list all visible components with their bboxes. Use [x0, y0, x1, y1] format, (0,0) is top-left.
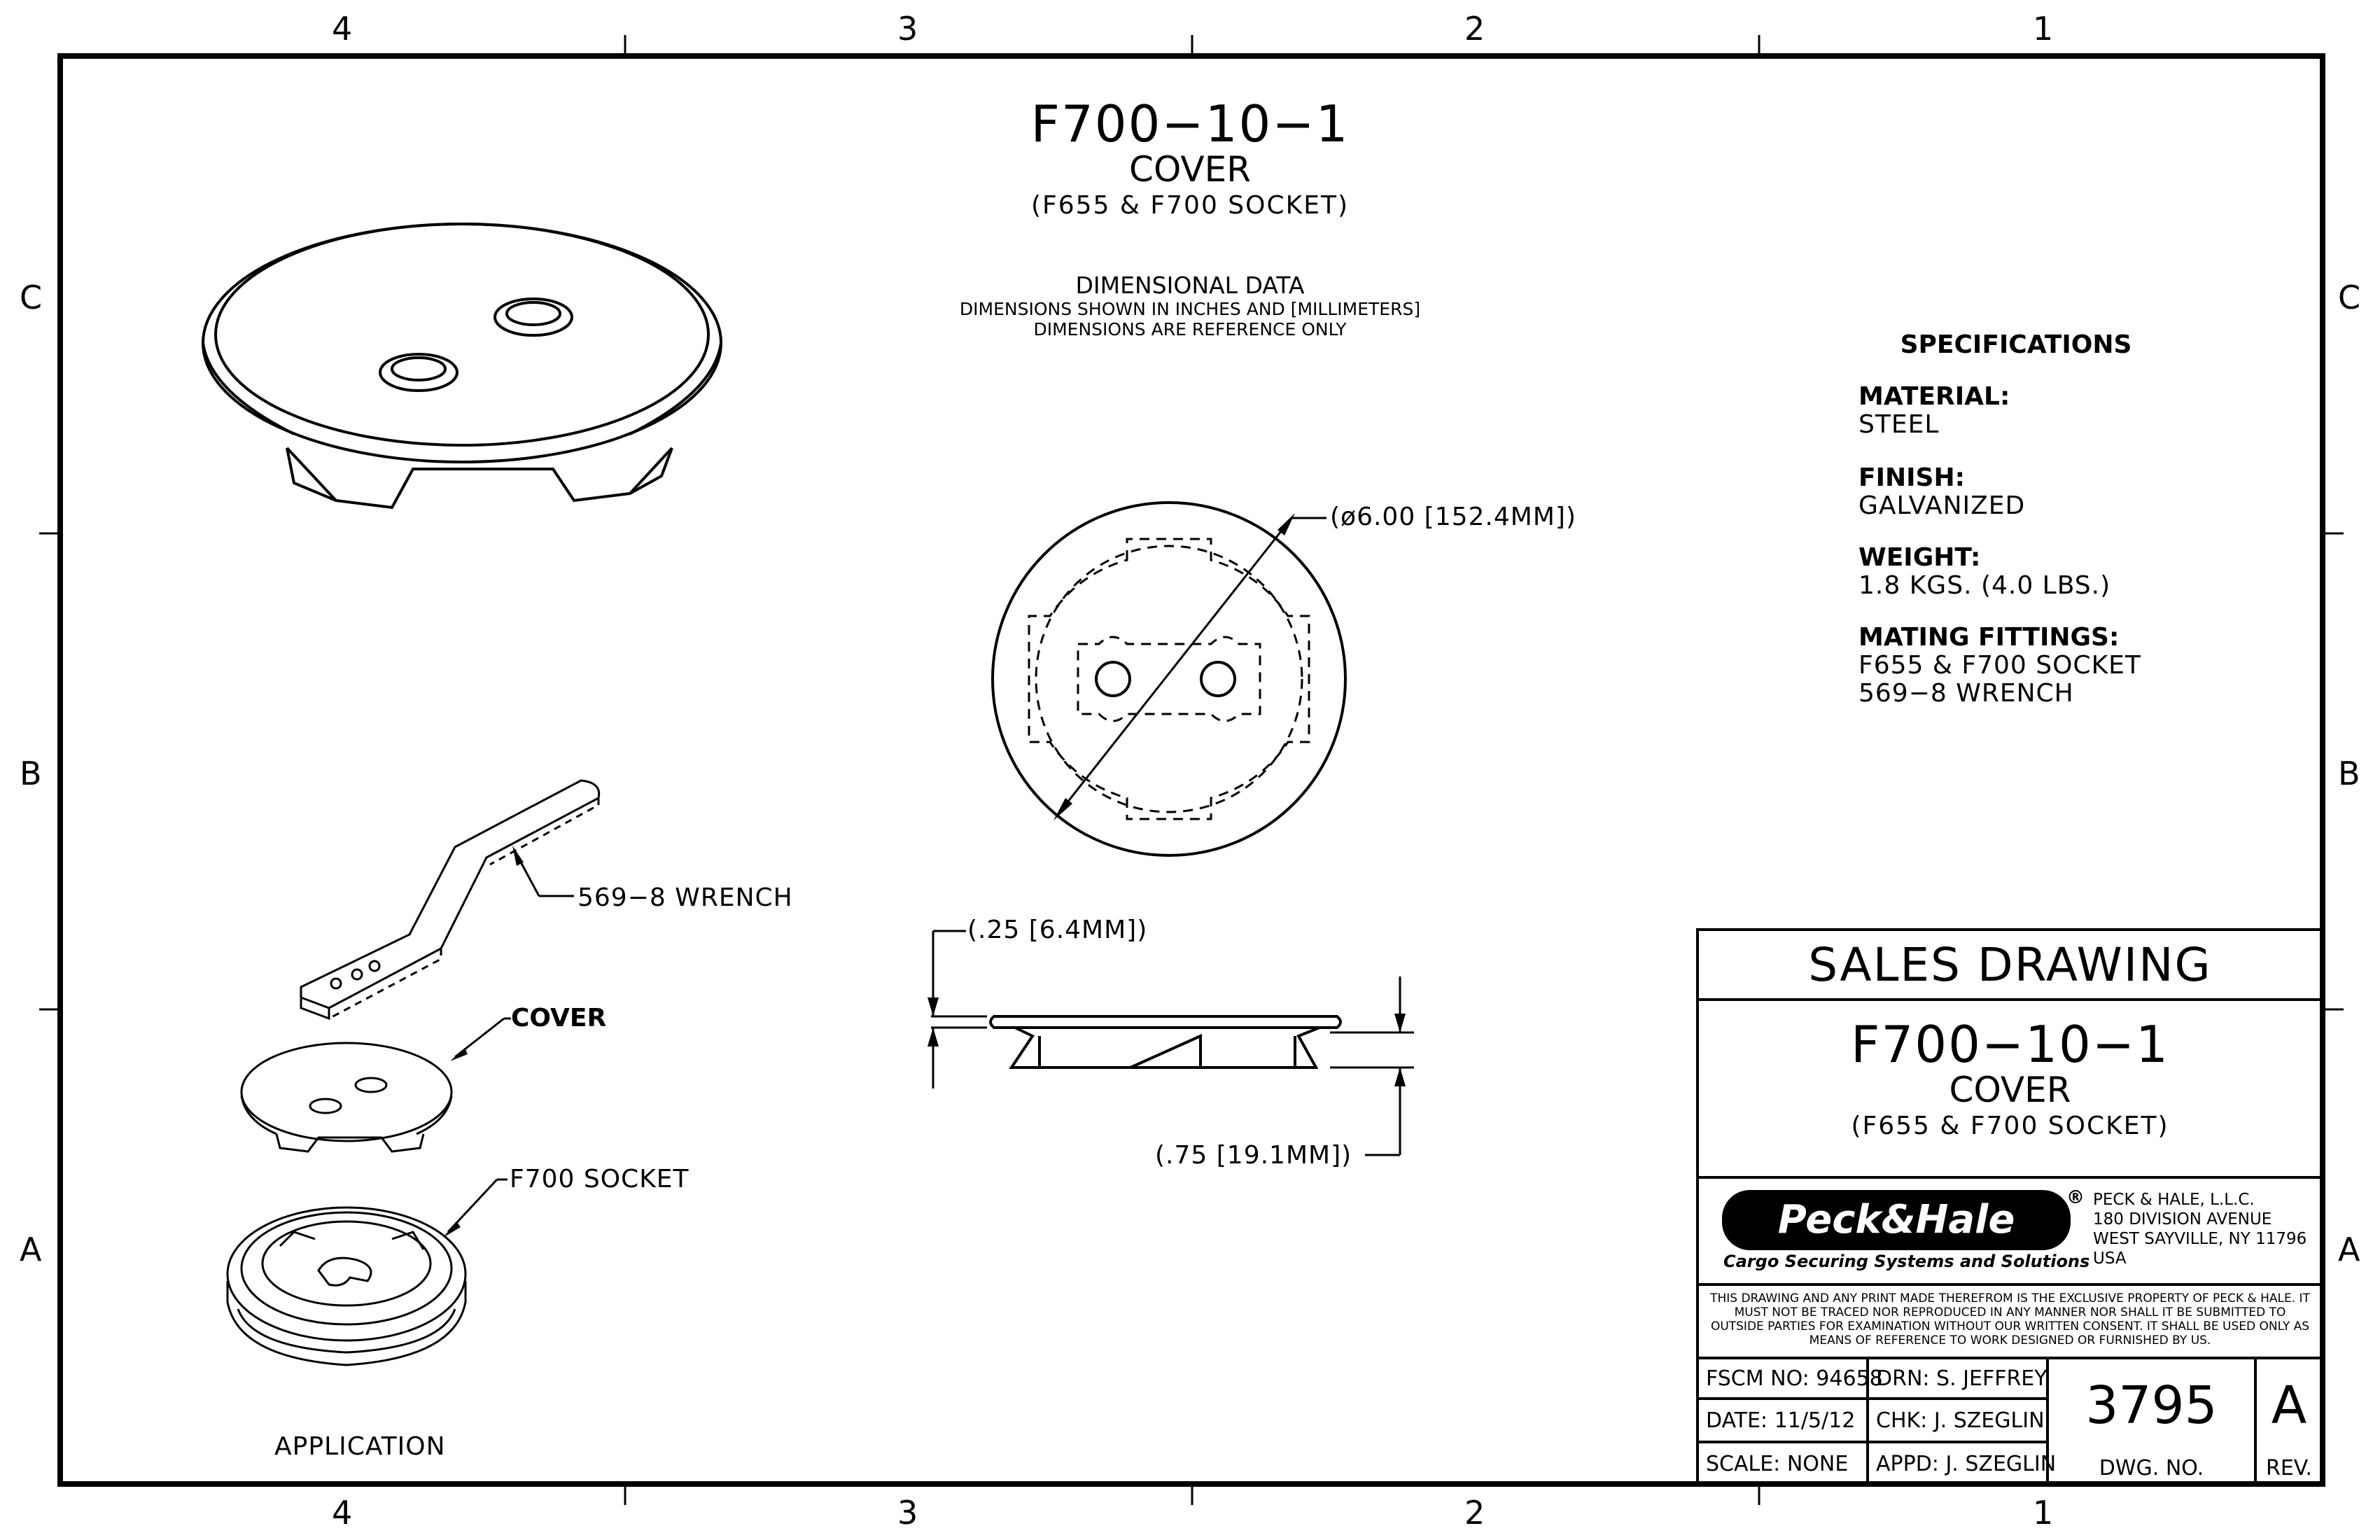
drawing-header: F700−10−1 COVER (F655 & F700 SOCKET): [840, 94, 1540, 220]
checked-by: CHK: J. SZEGLIN: [1876, 1408, 2045, 1433]
zone-column-3-bottom: 3: [897, 1494, 918, 1532]
spec-material-value: STEEL: [1858, 410, 1940, 439]
spec-finish-label: FINISH:: [1858, 463, 1965, 492]
spec-mating-value-2: 569−8 WRENCH: [1858, 679, 2074, 708]
cover-side-view: [989, 1015, 1342, 1069]
header-part-name: COVER: [1129, 149, 1251, 190]
header-socket-note: (F655 & F700 SOCKET): [1031, 191, 1349, 220]
company-country: USA: [2093, 1250, 2127, 1268]
dimensional-line-1: DIMENSIONS SHOWN IN INCHES AND [MILLIMET…: [959, 299, 1421, 319]
wrench-callout: 569−8 WRENCH: [578, 883, 793, 912]
registered-mark: ®: [2066, 1187, 2085, 1208]
zone-column-2-bottom: 2: [1464, 1494, 1485, 1532]
zone-ticks: [39, 35, 2344, 1505]
dimensional-title: DIMENSIONAL DATA: [1075, 272, 1305, 299]
zone-row-c-left: C: [20, 279, 43, 316]
company-name: PECK & HALE, L.L.C.: [2093, 1191, 2255, 1209]
cover-isometric-view: [202, 223, 722, 510]
spec-finish-value: GALVANIZED: [1858, 491, 2026, 520]
socket-callout: F700 SOCKET: [510, 1165, 690, 1194]
fscm-number: FSCM NO: 94658: [1706, 1366, 1883, 1391]
zone-column-3-top: 3: [897, 10, 918, 48]
wrench-view: [300, 779, 601, 1021]
spec-mating-label: MATING FITTINGS:: [1858, 623, 2120, 652]
application-caption: APPLICATION: [274, 1432, 446, 1461]
drawn-by: DRN: S. JEFFREY: [1876, 1366, 2047, 1391]
zone-column-2-top: 2: [1464, 10, 1485, 48]
company-tagline: Cargo Securing Systems and Solutions: [1723, 1252, 2090, 1271]
revision-letter: A: [2271, 1376, 2307, 1436]
proprietary-notice: THIS DRAWING AND ANY PRINT MADE THEREFRO…: [1710, 1292, 2310, 1348]
zone-column-1-bottom: 1: [2033, 1494, 2054, 1532]
application-cover-view: [240, 1017, 511, 1153]
cover-plan-view: [991, 501, 1347, 857]
title-block-part-number: F700−10−1: [1851, 1015, 2169, 1074]
company-address: PECK & HALE, L.L.C. 180 DIVISION AVENUE …: [2093, 1190, 2306, 1268]
title-block-socket-note: (F655 & F700 SOCKET): [1851, 1112, 2169, 1140]
zone-column-4-top: 4: [332, 10, 353, 48]
thickness-dimension: (.25 [6.4MM]): [967, 916, 1148, 944]
dimensional-note: DIMENSIONAL DATA DIMENSIONS SHOWN IN INC…: [840, 272, 1540, 340]
zone-row-c-right: C: [2338, 279, 2361, 316]
company-address-2: WEST SAYVILLE, NY 11796: [2093, 1230, 2307, 1248]
title-block-frame: [1696, 928, 2324, 1485]
specifications-title: SPECIFICATIONS: [1900, 330, 2132, 359]
spec-weight-value: 1.8 KGS. (4.0 LBS.): [1858, 571, 2111, 600]
dimensional-line-2: DIMENSIONS ARE REFERENCE ONLY: [1033, 319, 1347, 340]
zone-row-a-left: A: [20, 1231, 42, 1268]
title-block-part: F700−10−1 COVER (F655 & F700 SOCKET): [1698, 1015, 2323, 1140]
header-part-number: F700−10−1: [1030, 94, 1350, 153]
approved-by: APPD: J. SZEGLIN: [1876, 1452, 2057, 1476]
zone-row-b-right: B: [2338, 755, 2360, 792]
spec-weight-label: WEIGHT:: [1858, 543, 1981, 572]
title-block-heading: SALES DRAWING: [1808, 938, 2212, 992]
zone-row-a-right: A: [2338, 1231, 2360, 1268]
spec-material-label: MATERIAL:: [1858, 382, 2010, 411]
diameter-dimension: (ø6.00 [152.4MM]): [1330, 503, 1576, 531]
drawing-scale: SCALE: NONE: [1706, 1452, 1849, 1476]
title-block-part-name: COVER: [1949, 1070, 2071, 1110]
revision-label: REV.: [2266, 1456, 2312, 1480]
drawing-date: DATE: 11/5/12: [1706, 1408, 1856, 1433]
zone-column-4-bottom: 4: [332, 1494, 353, 1532]
cover-callout: COVER: [511, 1004, 607, 1032]
drawing-number-label: DWG. NO.: [2099, 1456, 2204, 1480]
drawing-number: 3795: [2085, 1376, 2218, 1436]
spec-mating-value-1: F655 & F700 SOCKET: [1858, 651, 2141, 680]
zone-column-1-top: 1: [2033, 10, 2054, 48]
zone-row-b-left: B: [20, 755, 42, 792]
company-logo: Peck&Hale: [1722, 1190, 2071, 1250]
side-view-dimensions: [927, 930, 1414, 1156]
company-address-1: 180 DIVISION AVENUE: [2093, 1210, 2272, 1228]
height-dimension: (.75 [19.1MM]): [1155, 1141, 1352, 1170]
application-socket-view: [226, 1178, 507, 1366]
